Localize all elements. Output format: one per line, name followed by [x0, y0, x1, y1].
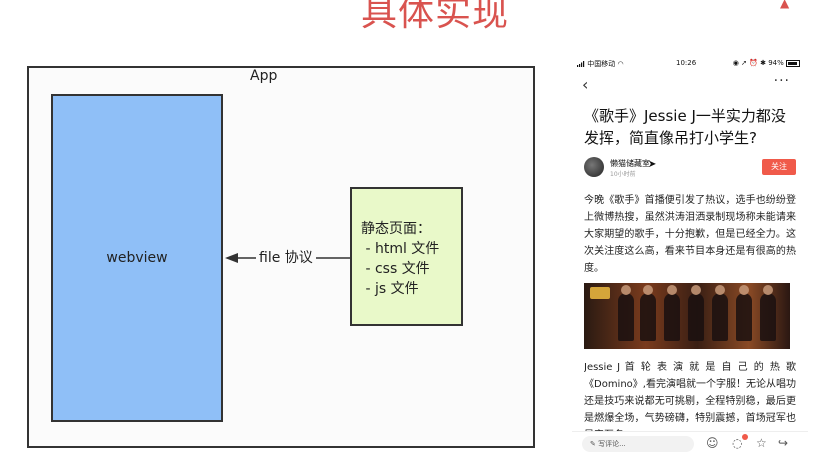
webview-label: webview [106, 250, 168, 266]
corner-mark: ▲ [780, 0, 790, 10]
static-item-html: - html 文件 [361, 241, 440, 257]
slide-title: 具体实现 [360, 0, 509, 34]
avatar[interactable] [584, 157, 604, 177]
more-button[interactable]: ··· [773, 73, 790, 89]
photo-figure [712, 285, 728, 341]
static-item-js: - js 文件 [361, 281, 419, 297]
photo-figure [760, 285, 776, 341]
webview-box: webview [51, 94, 223, 422]
emoji-icon[interactable]: ☺ [706, 436, 719, 450]
static-page-box: 静态页面： - html 文件 - css 文件 - js 文件 [350, 187, 463, 326]
comment-badge [742, 434, 748, 440]
status-time: 10:26 [676, 59, 697, 67]
follow-button[interactable]: 关注 [762, 159, 796, 175]
status-bar: 中国移动 ◠ 10:26 ◉ ➚ ⏰ ✱ 94% [572, 59, 808, 71]
photo-figure [640, 285, 656, 341]
author-row: 懒猫储藏室 10小时前 关注 [584, 157, 796, 179]
signal-icon [577, 61, 585, 67]
pencil-icon: ✎ [590, 440, 599, 448]
article-headline: 《歌手》Jessie J一半实力都没发挥，简直像吊打小学生? [584, 107, 786, 147]
wifi-icon: ◠ [617, 60, 624, 68]
battery-icon [786, 59, 800, 67]
article-photo [584, 283, 790, 349]
comment-placeholder: 写评论... [598, 440, 626, 448]
battery-percent: 94% [768, 59, 784, 67]
static-item-css: - css 文件 [361, 261, 430, 277]
post-time: 10小时前 [610, 171, 636, 178]
static-page-title: 静态页面： [361, 221, 431, 237]
phone-screenshot: 中国移动 ◠ 10:26 ◉ ➚ ⏰ ✱ 94% ‹ ··· 《歌手》Jessi… [572, 55, 808, 455]
arrow-label: file 协议 [256, 247, 316, 267]
status-icons: ◉ ➚ ⏰ ✱ [732, 59, 769, 67]
architecture-diagram: App webview file 协议 静态页面： - html 文件 - cs… [27, 66, 535, 448]
photo-figure [688, 285, 704, 341]
author-name[interactable]: 懒猫储藏室 [610, 159, 650, 168]
show-logo-icon [590, 287, 610, 299]
star-icon[interactable]: ☆ [756, 436, 767, 450]
mouse-cursor-icon: ➤ [648, 159, 657, 170]
comment-icon[interactable]: ◌ [732, 436, 743, 450]
carrier-label: 中国移动 ◠ [577, 59, 624, 69]
file-protocol-arrow [225, 253, 350, 263]
article-paragraph-1: 今晚《歌手》首播便引发了热议，选手也纷纷登上微博热搜，虽然洪涛泪洒录制现场称未能… [584, 195, 796, 274]
photo-figure [736, 285, 752, 341]
back-button[interactable]: ‹ [582, 75, 589, 94]
article-paragraph-2: Jessie J 首 轮 表 演 就 是 自 己 的 热 歌《Domino》,看… [584, 362, 796, 431]
photo-figure [664, 285, 680, 341]
status-right: ◉ ➚ ⏰ ✱ 94% [733, 59, 800, 67]
app-label: App [250, 68, 278, 84]
nav-bar: ‹ ··· [572, 73, 808, 95]
bottom-bar: ✎ 写评论... ☺ ◌ ☆ ↪ [572, 431, 808, 455]
share-icon[interactable]: ↪ [778, 436, 789, 450]
photo-figure [618, 285, 634, 341]
comment-input[interactable]: ✎ 写评论... [582, 436, 694, 452]
carrier-name: 中国移动 [587, 60, 616, 68]
